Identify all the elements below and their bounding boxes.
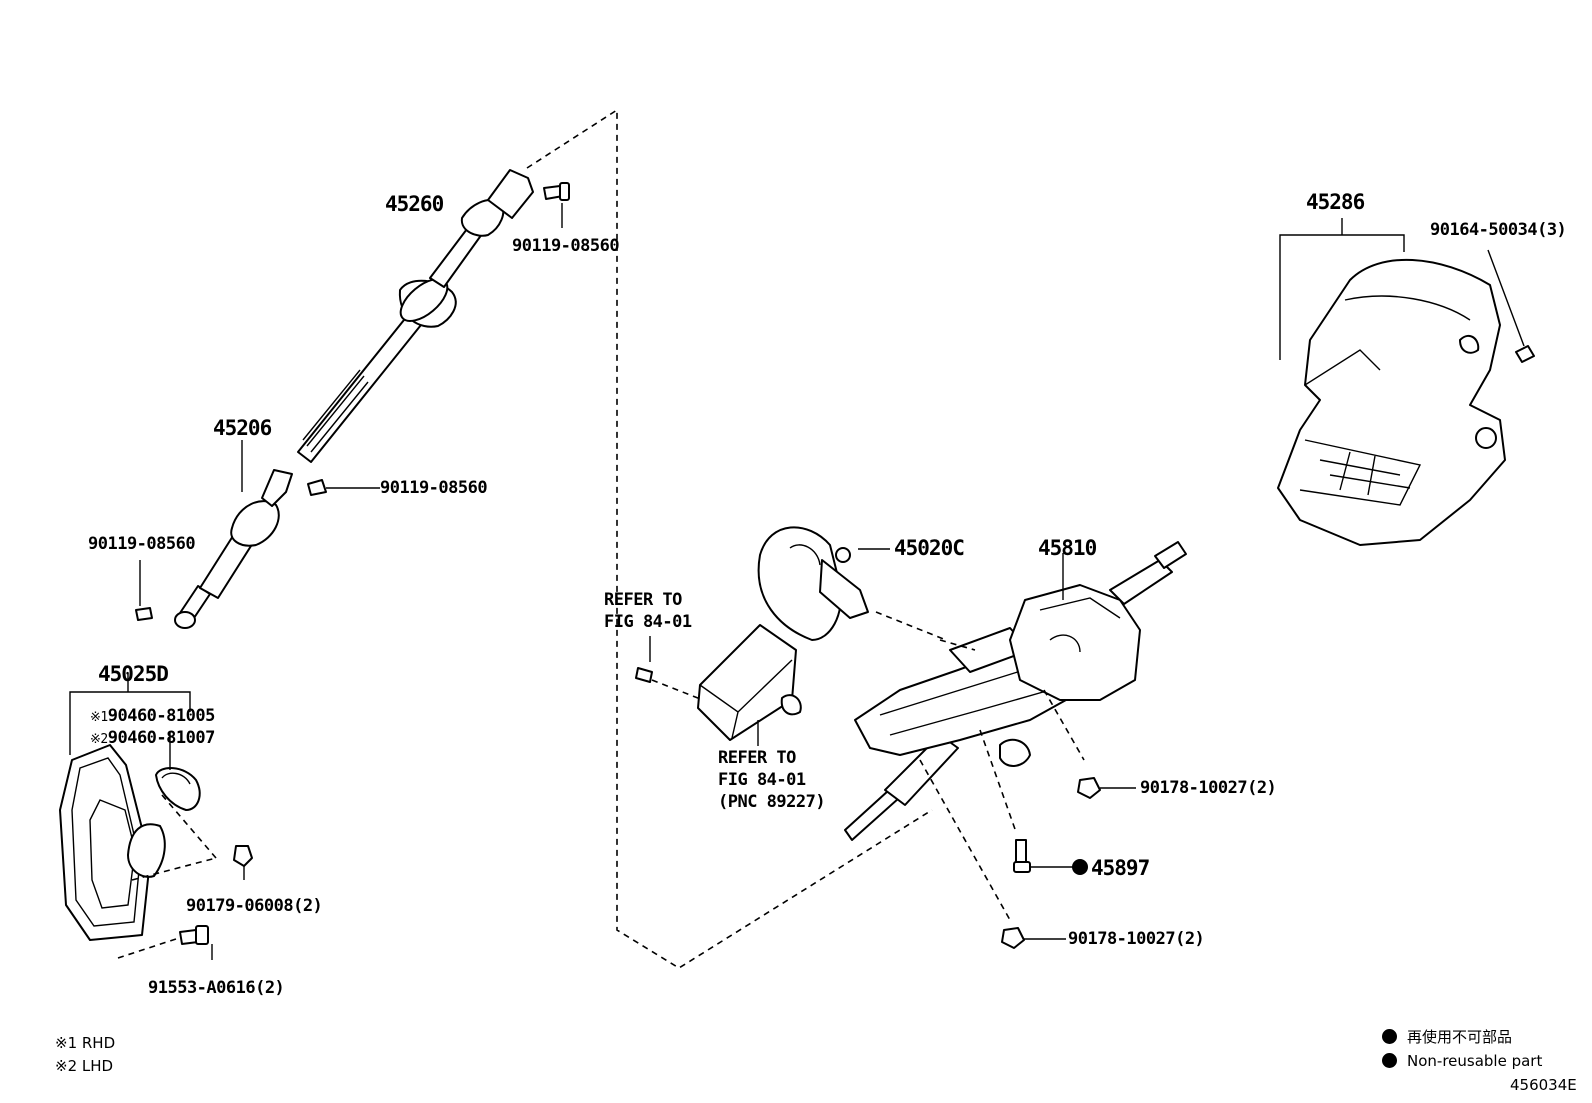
screw-refer — [635, 636, 709, 703]
label-bolt-middle: 90119-08560 — [380, 478, 488, 498]
clamp-rhd-number: 90460-81005 — [107, 706, 216, 726]
label-bolt-top: 90119-08560 — [512, 236, 620, 256]
legend-en: Non-reusable part — [1382, 1053, 1542, 1069]
label-45810: 45810 — [1038, 536, 1097, 560]
label-45025D: 45025D — [98, 662, 169, 686]
label-refer-bottom-2: FIG 84-01 — [718, 770, 806, 790]
legend-en-text: Non-reusable part — [1407, 1052, 1543, 1070]
cover-45025D — [59, 674, 217, 959]
screw-cover — [1487, 249, 1535, 363]
label-nut-right: 90178-10027(2) — [1140, 778, 1277, 798]
nut-cover — [233, 845, 253, 880]
label-45286: 45286 — [1306, 190, 1365, 214]
label-45206: 45206 — [213, 416, 272, 440]
ecu-box — [697, 624, 802, 746]
legend-dot-icon — [1382, 1029, 1397, 1044]
label-refer-top-1: REFER TO — [604, 590, 682, 610]
nut-bottom — [1001, 927, 1066, 949]
column-cover-45286 — [1277, 218, 1506, 546]
note-rhd: ※1 RHD — [55, 1034, 116, 1052]
motor-45020C — [757, 526, 947, 641]
marker-rhd: ※1 — [90, 710, 108, 725]
nut-right — [1077, 777, 1136, 799]
label-refer-top-2: FIG 84-01 — [604, 612, 692, 632]
legend-jp-text: 再使用不可部品 — [1407, 1028, 1513, 1046]
legend-dot-icon — [1382, 1053, 1397, 1068]
label-nut-cover: 90179-06008(2) — [186, 896, 323, 916]
label-45020C: 45020C — [894, 536, 965, 560]
label-cover-screw: 90164-50034(3) — [1430, 220, 1567, 240]
label-clamp-lhd: ※290460-81007 — [90, 730, 215, 747]
bolt-top — [543, 182, 570, 228]
dashed-boundary — [526, 108, 933, 969]
nonreusable-dot — [1072, 859, 1088, 875]
bolt-45897 — [1013, 839, 1088, 875]
label-45260: 45260 — [385, 192, 444, 216]
clamp-lhd-number: 90460-81007 — [107, 728, 216, 748]
label-bolt-cover: 91553-A0616(2) — [148, 978, 285, 998]
label-45897: 45897 — [1091, 856, 1150, 880]
legend-jp: 再使用不可部品 — [1382, 1029, 1512, 1045]
bolt-left — [135, 560, 153, 621]
bolt-middle — [307, 479, 380, 496]
label-bolt-left: 90119-08560 — [88, 534, 196, 554]
steering-shaft-45260 — [297, 169, 534, 463]
note-lhd: ※2 LHD — [55, 1057, 114, 1075]
label-refer-bottom-1: REFER TO — [718, 748, 796, 768]
figure-id: 456034E — [1510, 1076, 1577, 1094]
intermediate-shaft-45206 — [174, 440, 293, 629]
bolt-cover — [179, 925, 213, 960]
label-refer-bottom-3: (PNC 89227) — [718, 792, 826, 812]
label-clamp-rhd: ※190460-81005 — [90, 708, 215, 725]
label-nut-bottom: 90178-10027(2) — [1068, 929, 1205, 949]
marker-lhd: ※2 — [90, 732, 108, 747]
column-45810 — [844, 541, 1187, 921]
